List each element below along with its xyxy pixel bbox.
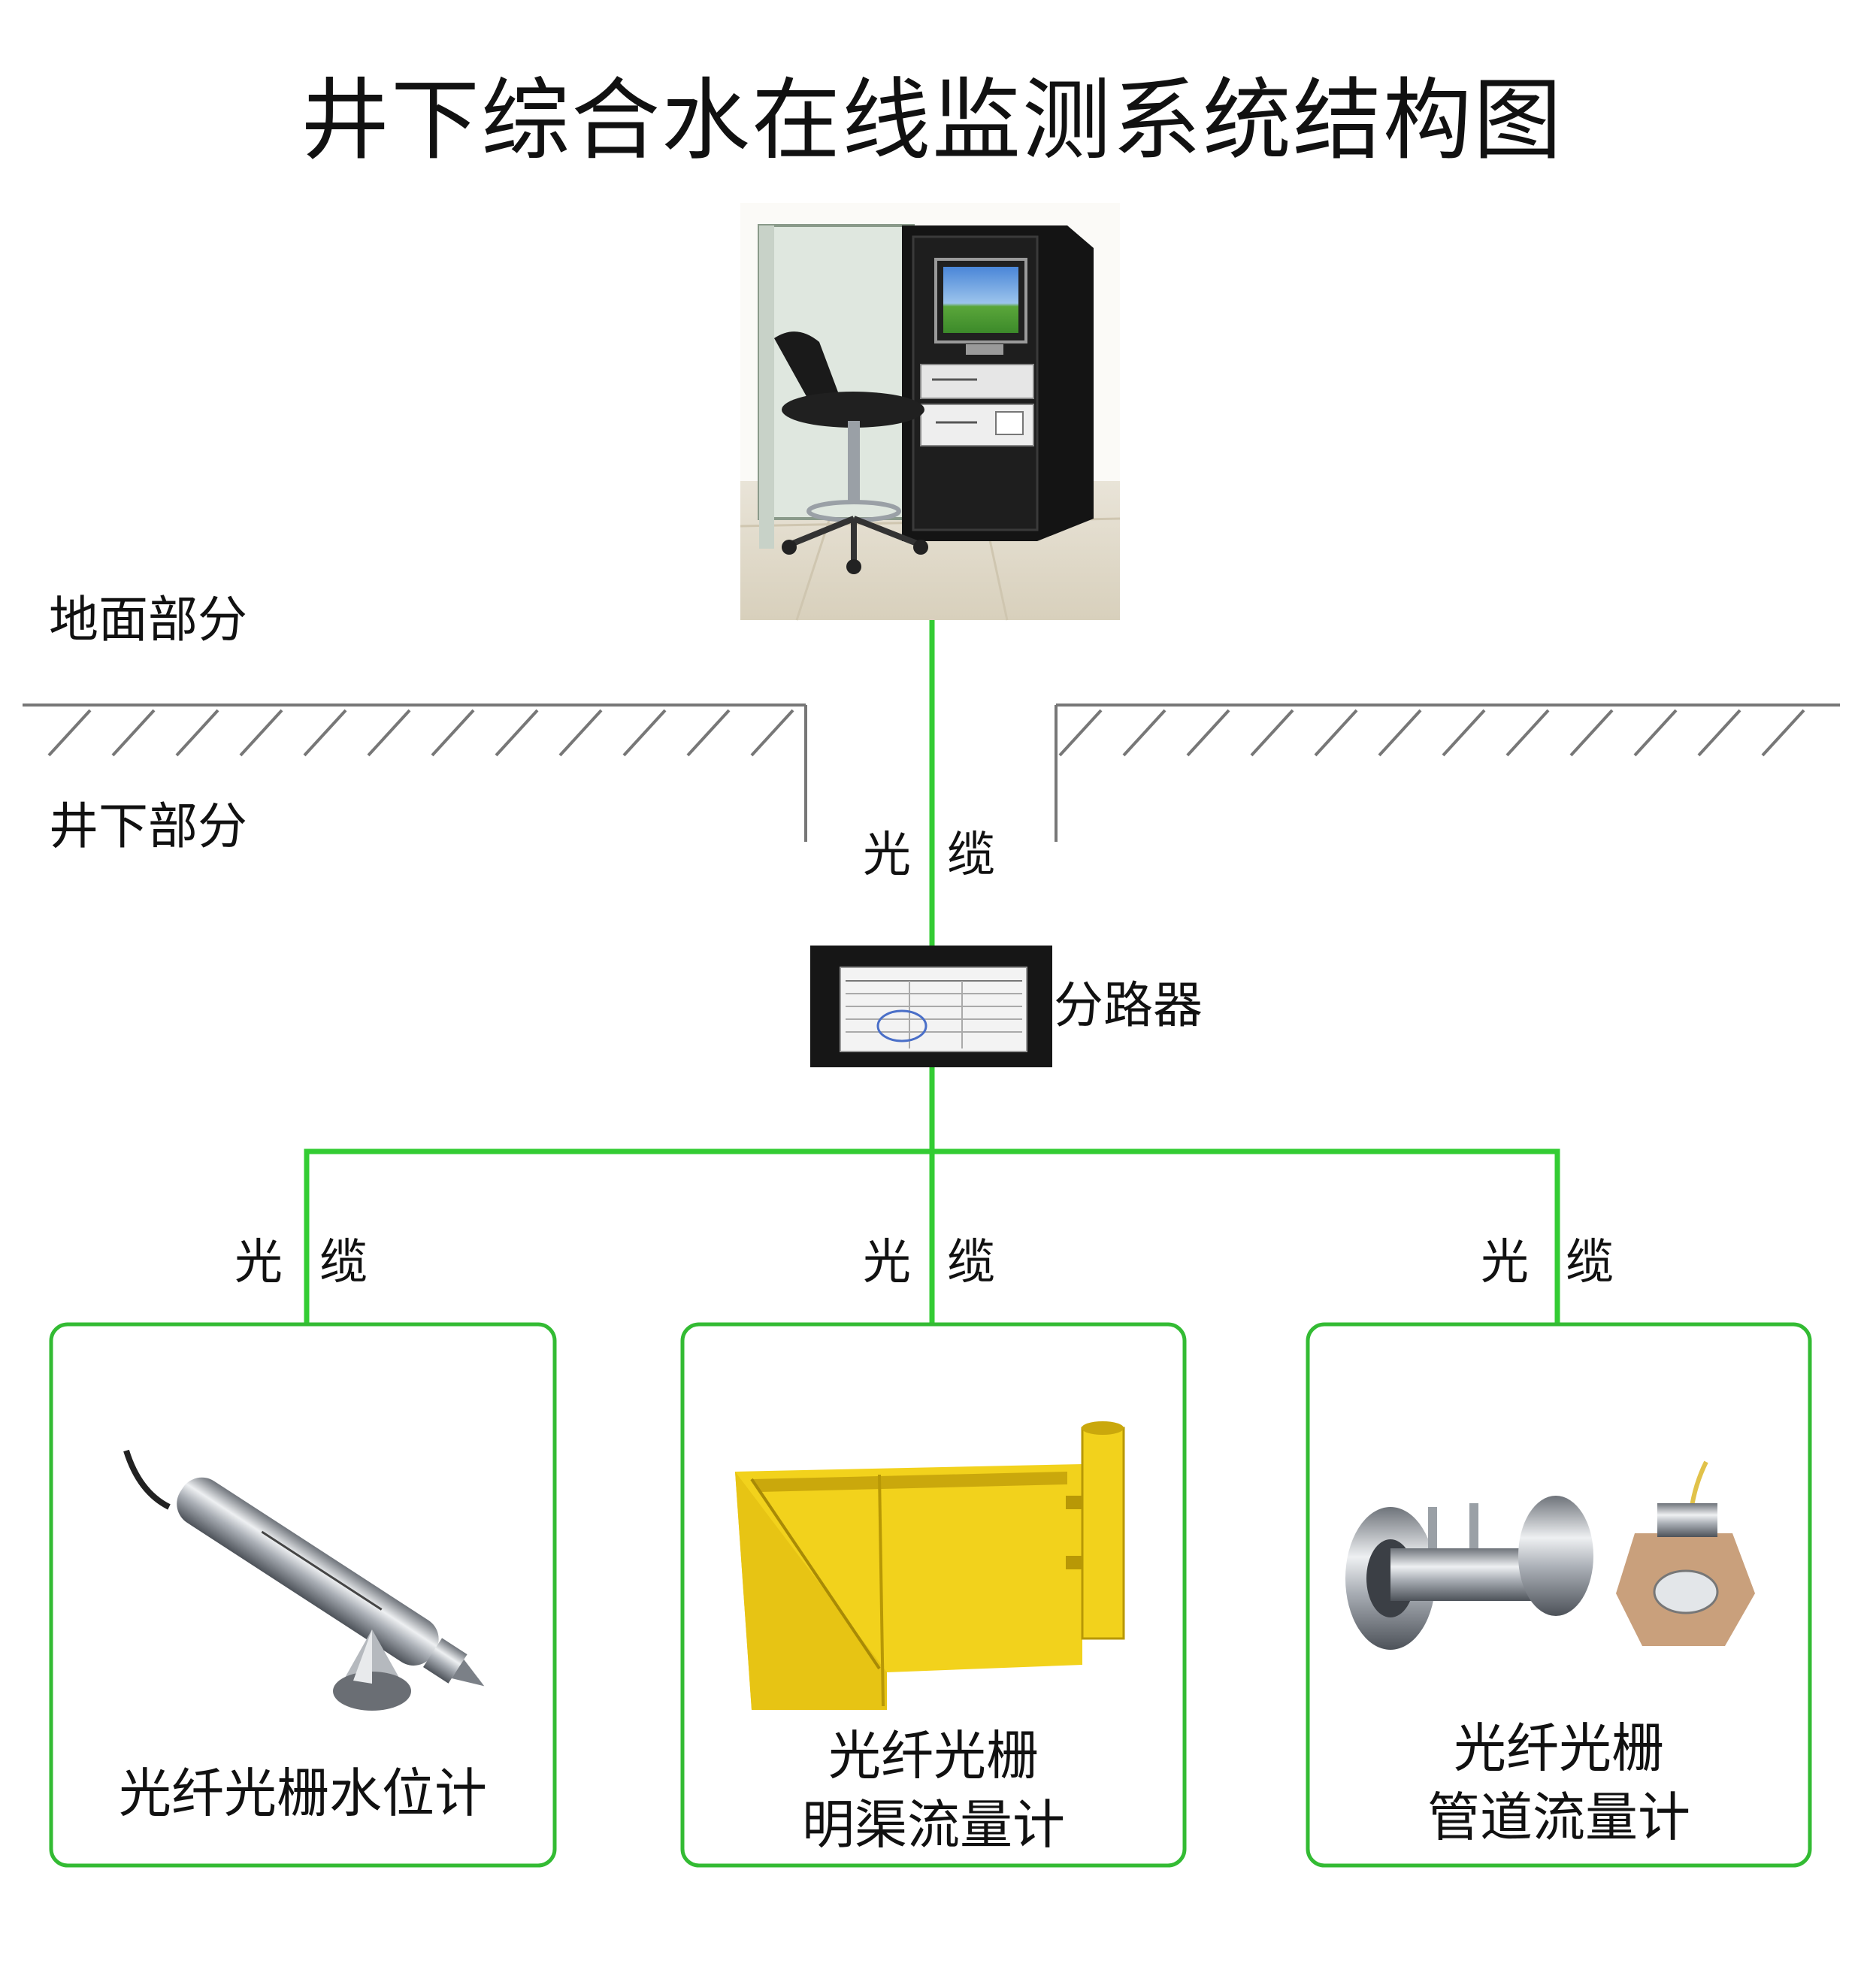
cable-label-char: 光 <box>1481 1235 1529 1291</box>
ground-surface-left <box>23 704 807 842</box>
sensor-box-open-channel <box>680 1322 1187 1868</box>
ground-surface-right <box>1055 704 1840 842</box>
fiber-optic-cables <box>304 616 1560 1324</box>
cable-label-char: 缆 <box>947 1235 995 1291</box>
sensor-caption-pipe: 光纤光栅 管道流量计 <box>1427 1717 1690 1848</box>
sensor-caption-open-channel: 光纤光栅 明渠流量计 <box>802 1725 1065 1856</box>
water-level-probe-icon <box>123 1449 485 1711</box>
cable-label-char: 缆 <box>1566 1235 1614 1291</box>
cable-label-char: 缆 <box>319 1235 368 1291</box>
cable-label-char: 光 <box>863 828 911 883</box>
splitter-label: 分路器 <box>1054 976 1203 1034</box>
underground-section-label: 井下部分 <box>49 797 247 855</box>
optical-fiber-coupler-icon <box>810 946 1052 1067</box>
cable-label-char: 光 <box>235 1235 283 1291</box>
page-title: 井下综合水在线监测系统结构图 <box>300 68 1563 172</box>
sensor-caption-water-level: 光纤光栅水位计 <box>119 1763 487 1824</box>
sensor-box-water-level <box>49 1322 557 1868</box>
cable-label-char: 缆 <box>947 828 995 883</box>
cable-label-char: 光 <box>863 1235 911 1291</box>
sensor-box-pipe <box>1306 1322 1812 1868</box>
pipe-flowmeter-icon <box>1345 1460 1755 1650</box>
open-channel-flume-icon <box>735 1421 1125 1710</box>
surface-section-label: 地面部分 <box>49 591 247 649</box>
server-rack-workstation-icon <box>740 203 1121 621</box>
